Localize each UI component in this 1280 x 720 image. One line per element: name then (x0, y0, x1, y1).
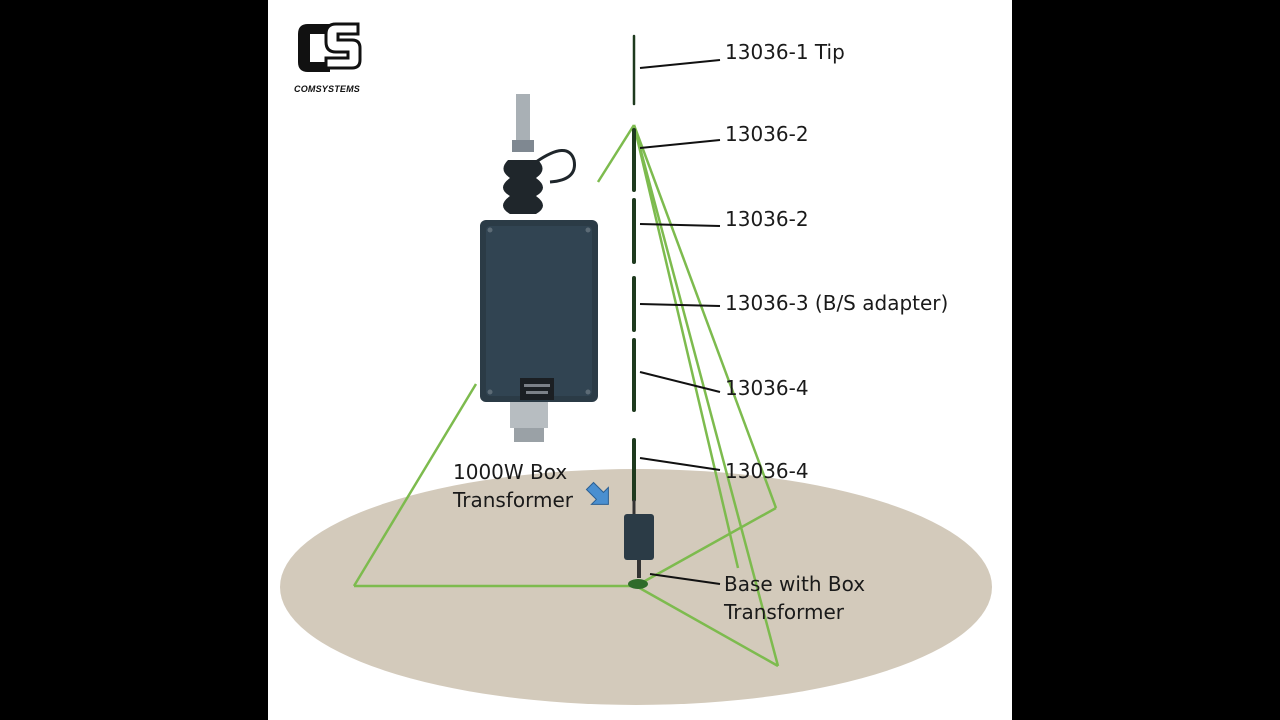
label-tip: 13036-1 Tip (725, 40, 845, 64)
comsystems-logo (298, 22, 362, 72)
arrow-icon (585, 481, 609, 505)
antenna-diagram (280, 22, 992, 705)
label-box-transformer-line2: Transformer (453, 488, 574, 512)
label-segment-2b: 13036-2 (725, 207, 809, 231)
label-base-line2: Transformer (724, 600, 845, 624)
label-segment-4a: 13036-4 (725, 376, 809, 400)
label-base-line1: Base with Box (724, 572, 866, 596)
label-segment-4b: 13036-4 (725, 459, 809, 483)
box-transformer-photo (480, 94, 598, 442)
leader-lines (639, 59, 721, 585)
antenna-diagram-panel: COMSYSTEMS 13036-1 Tip 13036-2 13036-2 1… (268, 0, 1012, 720)
label-segment-2a: 13036-2 (725, 122, 809, 146)
label-segment-3: 13036-3 (B/S adapter) (725, 291, 949, 315)
radial-wires (352, 124, 780, 668)
label-box-transformer-line1: 1000W Box (453, 460, 568, 484)
small-box-transformer (624, 500, 654, 589)
logo-wordmark: COMSYSTEMS (294, 84, 361, 94)
